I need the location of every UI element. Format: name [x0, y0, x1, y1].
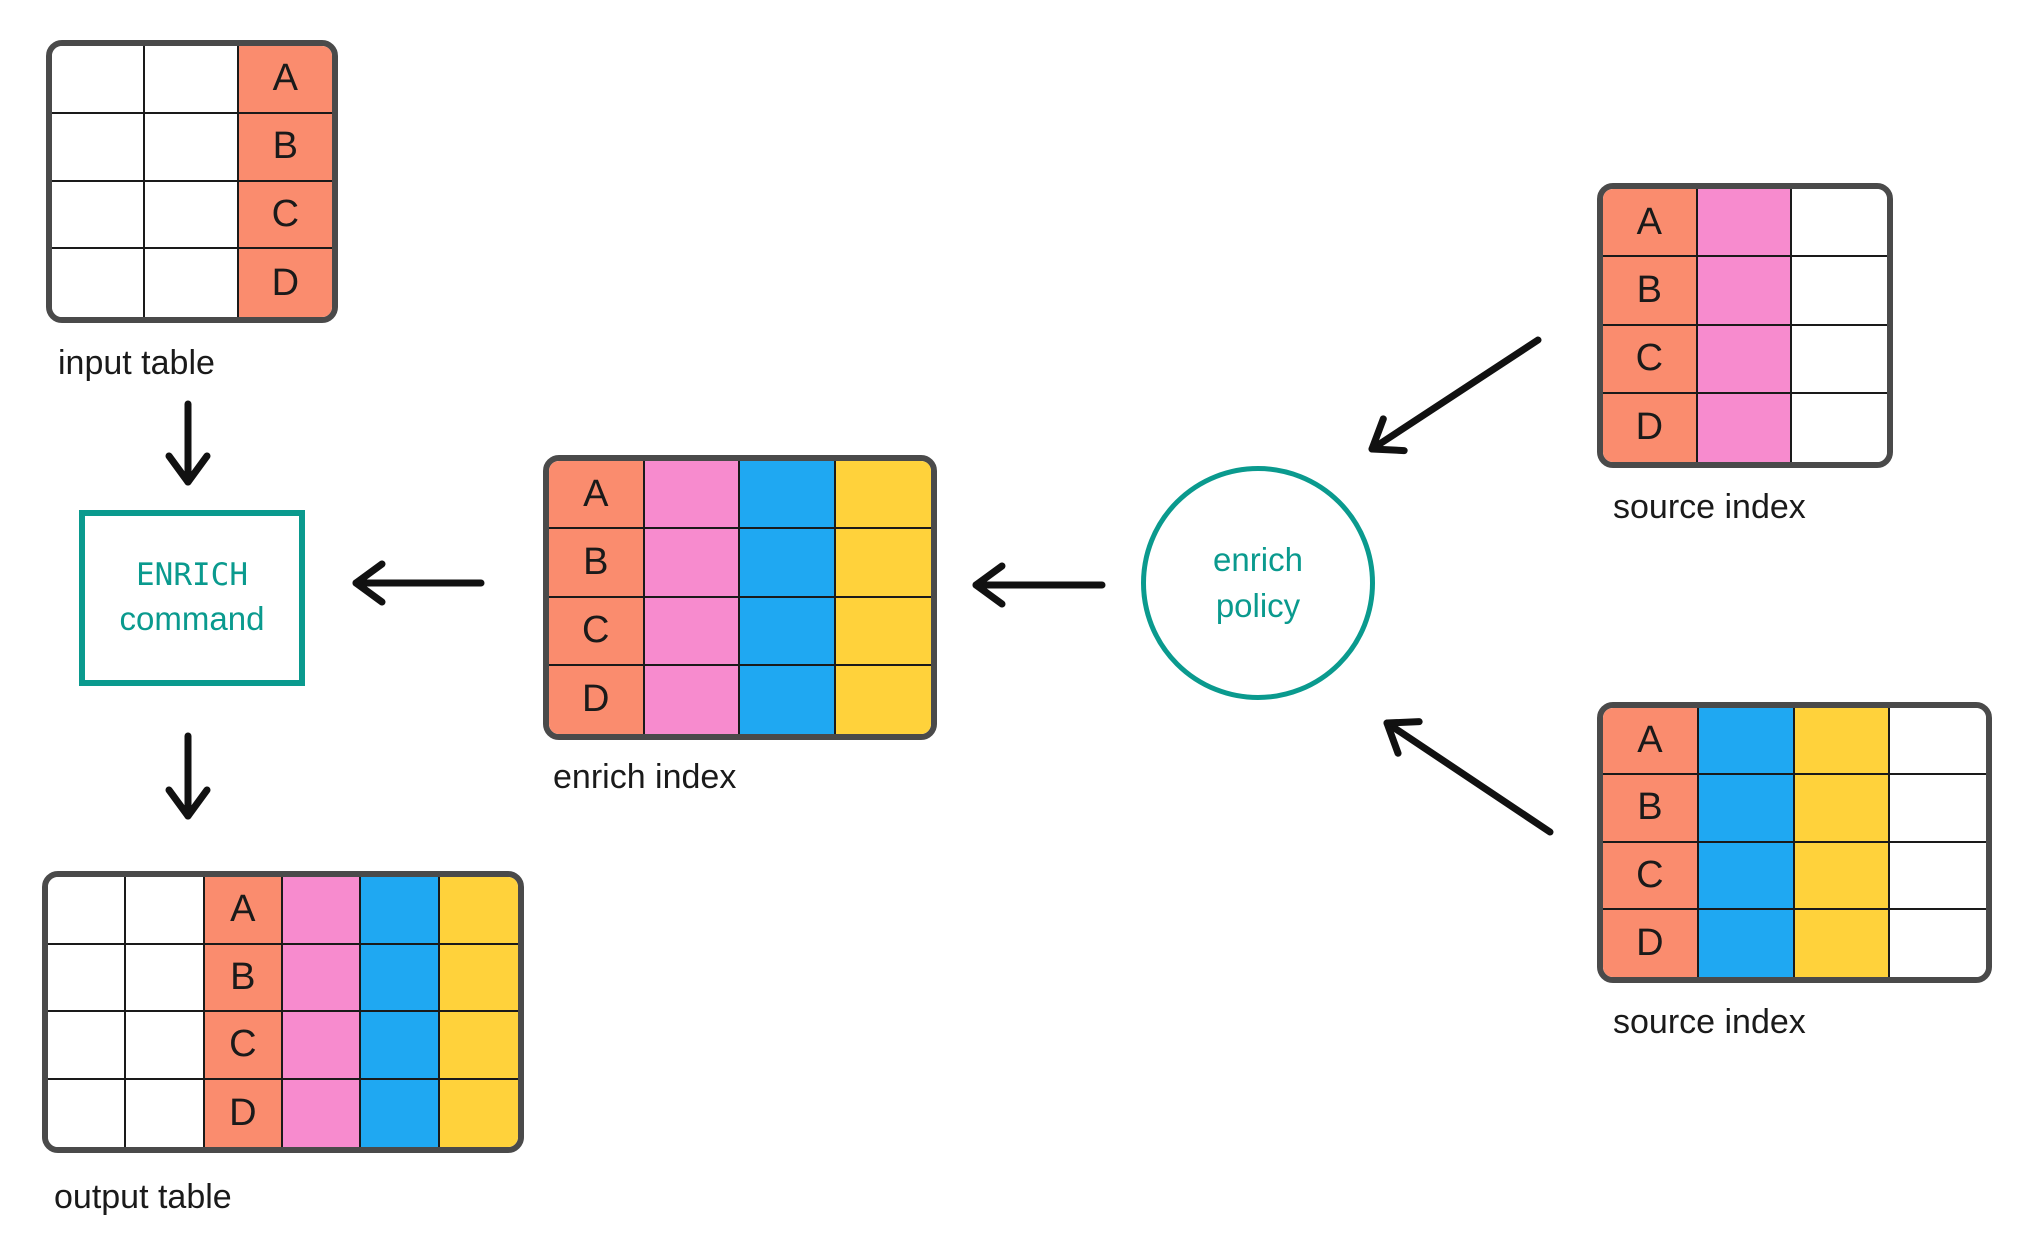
table-cell: [361, 1079, 440, 1147]
table-cell: D: [1603, 909, 1699, 977]
table-cell: [1792, 393, 1887, 462]
source-index-bottom-label: source index: [1613, 1003, 1806, 1041]
table-cell: [1698, 775, 1795, 843]
table-cell: [439, 877, 518, 945]
enrich-policy-word1: enrich: [1213, 541, 1303, 579]
table-cell: [361, 944, 440, 1012]
table-cell: [1792, 325, 1887, 394]
table-cell: [48, 944, 127, 1012]
arrow-source-index-bottom-to-enrich-policy: [1383, 718, 1554, 836]
table-cell: B: [238, 113, 332, 182]
enrich-index-label: enrich index: [553, 758, 737, 796]
table-cell: [644, 597, 740, 666]
table-cell: B: [1603, 775, 1699, 843]
table-cell: [835, 529, 931, 598]
table-cell: [1794, 708, 1891, 776]
table-cell: C: [549, 597, 645, 666]
table-cell: [1794, 909, 1891, 977]
table-cell: [48, 1012, 127, 1080]
table-cell: [145, 46, 239, 114]
table-cell: [740, 529, 836, 598]
table-cell: [740, 665, 836, 734]
table-cell: [644, 665, 740, 734]
table-cell: [1792, 189, 1887, 258]
table-cell: [283, 944, 362, 1012]
table-cell: D: [204, 1079, 283, 1147]
table-cell: A: [549, 461, 645, 530]
table-cell: [439, 1079, 518, 1147]
table-cell: [145, 181, 239, 250]
input-table-label: input table: [58, 344, 215, 382]
table-cell: A: [1603, 189, 1698, 258]
table-cell: [740, 461, 836, 530]
table-cell: D: [238, 249, 332, 317]
table-cell: D: [549, 665, 645, 734]
table-cell: [1792, 257, 1887, 326]
table-cell: [126, 877, 205, 945]
table-cell: [48, 877, 127, 945]
output-table-label: output table: [54, 1178, 232, 1216]
table-cell: C: [1603, 842, 1699, 910]
table-cell: [1697, 189, 1793, 258]
source-index-top-label: source index: [1613, 488, 1806, 526]
enrich-command-keyword: ENRICH: [136, 557, 248, 594]
table-cell: [1890, 842, 1986, 910]
enrich-policy-circle: enrich policy: [1141, 466, 1375, 700]
table-cell: [1698, 842, 1795, 910]
table-cell: [1698, 708, 1795, 776]
table-cell: B: [204, 944, 283, 1012]
arrow-source-index-top-to-enrich-policy: [1368, 336, 1542, 455]
table-cell: [1890, 909, 1986, 977]
table-cell: [1697, 257, 1793, 326]
table-cell: C: [1603, 325, 1698, 394]
table-cell: [52, 249, 146, 317]
table-cell: [283, 1012, 362, 1080]
enrich-command-word: command: [119, 599, 265, 637]
enrich-policy-word2: policy: [1215, 587, 1301, 624]
table-cell: [439, 1012, 518, 1080]
table-cell: [361, 877, 440, 945]
table-cell: [145, 113, 239, 182]
table-cell: [439, 944, 518, 1012]
table-cell: [1890, 775, 1986, 843]
table-cell: [52, 46, 146, 114]
table-cell: [835, 597, 931, 666]
table-cell: [145, 249, 239, 317]
table-cell: C: [204, 1012, 283, 1080]
table-cell: [1698, 909, 1795, 977]
table-cell: [1890, 708, 1986, 776]
table-cell: [644, 529, 740, 598]
table-cell: [740, 597, 836, 666]
table-cell: [48, 1079, 127, 1147]
table-cell: A: [204, 877, 283, 945]
table-cell: [1697, 393, 1793, 462]
table-cell: [644, 461, 740, 530]
table-cell: [283, 1079, 362, 1147]
table-cell: [52, 181, 146, 250]
table-cell: A: [1603, 708, 1699, 776]
table-cell: [126, 944, 205, 1012]
table-cell: B: [1603, 257, 1698, 326]
table-cell: [835, 665, 931, 734]
table-cell: C: [238, 181, 332, 250]
table-cell: B: [549, 529, 645, 598]
table-cell: [835, 461, 931, 530]
table-cell: [1794, 842, 1891, 910]
table-cell: [1794, 775, 1891, 843]
table-cell: [52, 113, 146, 182]
table-cell: [1697, 325, 1793, 394]
enrich-command-box: ENRICH command: [79, 510, 305, 686]
table-cell: A: [238, 46, 332, 114]
table-cell: [283, 877, 362, 945]
table-cell: D: [1603, 393, 1698, 462]
table-cell: [126, 1079, 205, 1147]
table-cell: [361, 1012, 440, 1080]
table-cell: [126, 1012, 205, 1080]
